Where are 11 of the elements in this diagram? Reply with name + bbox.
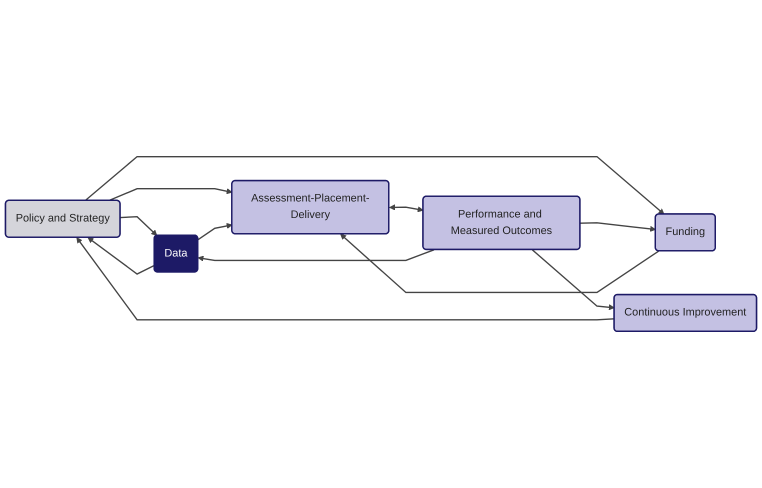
arrow (198, 249, 434, 262)
arrow (88, 237, 155, 275)
arrow (580, 222, 656, 232)
arrow (198, 222, 232, 240)
arrow (84, 156, 664, 215)
arrow (108, 188, 232, 202)
arrow (340, 234, 659, 294)
arrow (389, 204, 424, 212)
arrow (532, 249, 615, 310)
arrow (76, 237, 614, 320)
arrow (120, 216, 158, 236)
